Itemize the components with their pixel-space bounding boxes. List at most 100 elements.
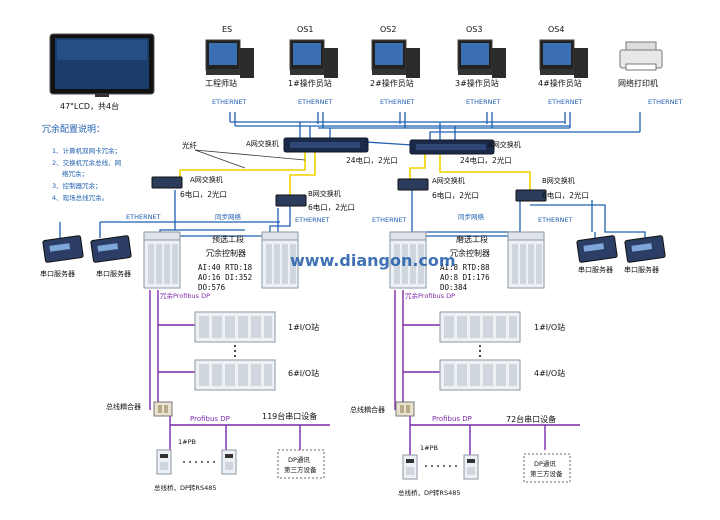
left-controller-rack-a (143, 231, 181, 289)
right-switch-a-ports: 6电口，2光口 (432, 190, 479, 200)
left-bus-bridge-n (221, 449, 237, 475)
right-pb-label: 1#PB (420, 444, 438, 452)
serial-server-left-1 (42, 235, 84, 263)
right-thirdparty-box (523, 453, 571, 483)
left-controller-rack-b (261, 231, 299, 289)
right-bus-bridge-1 (402, 454, 418, 480)
right-io-station-1 (439, 311, 521, 343)
notes-line-4: 4、现场总线冗余。 (52, 193, 108, 202)
fiber-lines (179, 152, 531, 196)
serial-server-left-1-label: 串口服务器 (40, 269, 75, 278)
os3-top-label: OS3 (466, 25, 482, 34)
left-controller-subtitle: 冗余控制器 (206, 248, 246, 258)
lcd-label: 47"LCD，共4台 (60, 101, 119, 111)
lcd-monitor (49, 33, 155, 97)
right-io-station-4-label: 4#I/O站 (534, 368, 565, 378)
left-profibus-redundant-label: 冗余Profibus DP (160, 291, 210, 300)
right-controller-io-2: AO:8 DI:176 (440, 273, 490, 282)
right-profibus-label: Profibus DP (432, 415, 472, 423)
network-printer-icon (619, 41, 663, 71)
workstation-os1 (289, 39, 338, 78)
left-ethernet-label: ETHERNET (126, 213, 161, 221)
right-controller-io-3: DO:384 (440, 283, 468, 292)
notes-line-2a: 2、交换机冗余总线、网 (52, 158, 121, 167)
ethernet-label-os4: ETHERNET (548, 98, 583, 106)
right-controller-rack-a (389, 231, 427, 289)
left-switch-b (275, 194, 307, 207)
right-bus-bridge-label: 总线桥，DP转RS485 (398, 488, 460, 497)
right-io-ellipsis (479, 345, 481, 357)
left-bus-bridge-ellipsis (183, 461, 215, 463)
left-sync-label: 同步网络 (215, 212, 242, 221)
workstation-es (205, 39, 254, 78)
workstation-os2 (371, 39, 420, 78)
serial-server-right-1 (576, 235, 618, 263)
right-serial-count: 72台串口设备 (506, 414, 556, 424)
serial-server-right-2-label: 串口服务器 (624, 265, 659, 274)
left-bus-coupler-icon (153, 401, 173, 417)
ethernet-label-os2: ETHERNET (380, 98, 415, 106)
right-switch-b-name: B网交换机 (542, 176, 575, 185)
es-top-label: ES (222, 25, 232, 34)
os1-bottom-label: 1#操作员站 (288, 78, 332, 88)
left-switch-a-name: A网交换机 (190, 175, 223, 184)
os2-top-label: OS2 (380, 25, 396, 34)
watermark: www.diangon.com (290, 251, 456, 270)
left-io-station-6 (194, 359, 276, 391)
right-bus-coupler-icon (395, 401, 415, 417)
right-sync-label: 同步网络 (458, 212, 485, 221)
right-ethernet-label: ETHERNET (372, 216, 407, 224)
right-profibus-redundant-label: 冗余Profibus DP (405, 291, 455, 300)
left-io-station-6-label: 6#I/O站 (288, 368, 319, 378)
fiber-label: 光纤 (182, 140, 197, 150)
ethernet-lines (59, 112, 646, 248)
left-bus-bridge-label: 总线桥，DP转RS485 (154, 483, 216, 492)
top-switch-b (409, 139, 495, 155)
top-switch-b-ports: 24电口，2光口 (460, 155, 512, 165)
ethernet-label-os1: ETHERNET (298, 98, 333, 106)
serial-server-left-2 (90, 235, 132, 263)
es-bottom-label: 工程师站 (205, 78, 237, 88)
left-bus-coupler-label: 总线耦合器 (106, 402, 141, 411)
left-b-ethernet-label: ETHERNET (295, 216, 330, 224)
os1-top-label: OS1 (297, 25, 313, 34)
left-controller-title: 预选工段 (212, 234, 244, 244)
left-switch-b-name: B网交换机 (308, 189, 341, 198)
left-controller-io-3: DO:576 (198, 283, 226, 292)
serial-server-right-2 (624, 235, 666, 263)
top-switch-b-name: B网交换机 (488, 140, 521, 149)
left-thirdparty-box (277, 449, 325, 479)
right-controller-rack-b (507, 231, 545, 289)
left-switch-a (151, 176, 183, 189)
left-controller-io-2: AO:16 DI:352 (198, 273, 252, 282)
os4-top-label: OS4 (548, 25, 564, 34)
left-thirdparty-line2: 第三方设备 (284, 465, 317, 474)
printer-label: 网络打印机 (618, 78, 658, 88)
serial-server-left-2-label: 串口服务器 (96, 269, 131, 278)
right-switch-a (397, 178, 429, 191)
right-thirdparty-line2: 第三方设备 (530, 469, 563, 478)
notes-line-1: 1、计算机双网卡冗余； (52, 146, 121, 155)
profibus-lines (149, 290, 580, 455)
left-serial-count: 119台串口设备 (262, 411, 317, 421)
left-controller-io-1: AI:40 RTD:18 (198, 263, 253, 272)
notes-line-3: 3、控制器冗余； (52, 181, 102, 190)
right-bus-bridge-n (463, 454, 479, 480)
right-switch-b (515, 189, 547, 202)
ethernet-label-printer: ETHERNET (648, 98, 683, 106)
left-bus-bridge-1 (156, 449, 172, 475)
workstation-os3 (457, 39, 506, 78)
top-switch-a-ports: 24电口，2光口 (346, 155, 398, 165)
right-thirdparty-line1: DP通讯 (534, 459, 556, 468)
top-switch-a (283, 137, 369, 153)
ethernet-label-es: ETHERNET (212, 98, 247, 106)
os3-bottom-label: 3#操作员站 (455, 78, 499, 88)
right-controller-subtitle: 冗余控制器 (450, 248, 490, 258)
ethernet-label-os3: ETHERNET (466, 98, 501, 106)
left-profibus-label: Profibus DP (190, 415, 230, 423)
left-switch-a-ports: 6电口，2光口 (180, 189, 227, 199)
notes-line-2b: 络冗余； (62, 169, 88, 178)
right-switch-a-name: A网交换机 (432, 176, 465, 185)
top-switch-a-name: A网交换机 (246, 139, 279, 148)
serial-server-right-1-label: 串口服务器 (578, 265, 613, 274)
